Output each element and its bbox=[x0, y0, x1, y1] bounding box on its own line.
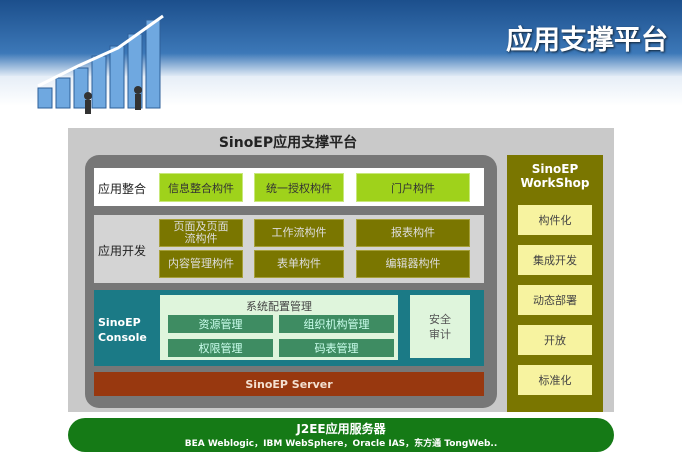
development-item: 编辑器构件 bbox=[356, 250, 470, 278]
config-title: 系统配置管理 bbox=[246, 300, 312, 313]
slide-title: 应用支撑平台 bbox=[506, 25, 668, 56]
growth-chart-illustration-icon bbox=[37, 14, 164, 114]
security-audit: 安全审计 bbox=[410, 295, 470, 358]
workshop-item: 集成开发 bbox=[518, 245, 592, 275]
integration-item: 门户构件 bbox=[356, 173, 470, 202]
development-label: 应用开发 bbox=[98, 244, 147, 258]
workshop-title: SinoEP WorkShop bbox=[520, 162, 590, 190]
development-item: 表单构件 bbox=[254, 250, 344, 278]
development-item: 报表构件 bbox=[356, 219, 470, 247]
j2ee-title: J2EE应用服务器 bbox=[296, 422, 386, 436]
development-item: 页面及页面流构件 bbox=[159, 219, 243, 247]
workshop-item: 标准化 bbox=[518, 365, 592, 395]
server-bar: SinoEP Server bbox=[94, 372, 484, 396]
workshop-item: 构件化 bbox=[518, 205, 592, 235]
integration-item: 统一授权构件 bbox=[254, 173, 344, 202]
j2ee-vendors: BEA Weblogic，IBM WebSphere，Oracle IAS，东方… bbox=[184, 439, 498, 449]
integration-item: 信息整合构件 bbox=[159, 173, 243, 202]
config-item: 码表管理 bbox=[279, 339, 394, 357]
config-item: 组织机构管理 bbox=[279, 315, 394, 333]
config-item: 权限管理 bbox=[168, 339, 273, 357]
workshop-item: 动态部署 bbox=[518, 285, 592, 315]
j2ee-bar bbox=[68, 418, 614, 452]
development-item: 内容管理构件 bbox=[159, 250, 243, 278]
config-item: 资源管理 bbox=[168, 315, 273, 333]
workshop-item: 开放 bbox=[518, 325, 592, 355]
console-label: SinoEP Console bbox=[98, 316, 147, 344]
integration-label: 应用整合 bbox=[98, 182, 147, 196]
platform-title: SinoEP应用支撑平台 bbox=[218, 135, 358, 151]
development-item: 工作流构件 bbox=[254, 219, 344, 247]
